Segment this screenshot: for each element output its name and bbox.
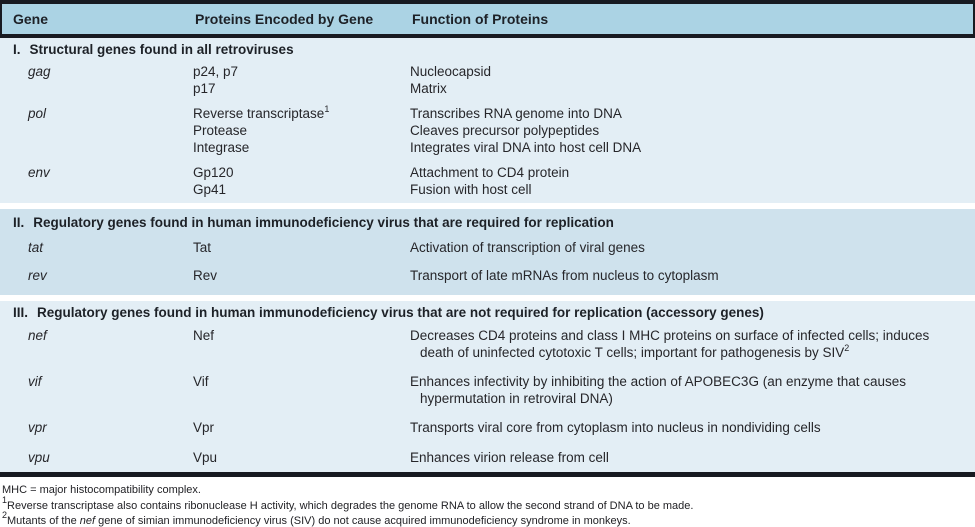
protein-name: Tat: [193, 240, 212, 255]
protein-function: Transcribes RNA genome into DNA: [410, 106, 622, 121]
protein-function: Activation of transcription of viral gen…: [410, 240, 645, 255]
table-section-regulatory-accessory: III. Regulatory genes found in human immu…: [0, 301, 975, 472]
protein-function: Attachment to CD4 protein: [410, 165, 570, 180]
protein-function: Nucleocapsid: [410, 64, 492, 79]
protein-function-wrap: death of uninfected cytotoxic T cells; i…: [420, 342, 850, 360]
protein-function: Transports viral core from cytoplasm int…: [410, 420, 821, 435]
table-row-gag: gag p24, p7 p17 Nucleocapsid Matrix: [0, 63, 975, 97]
table-row-tat: tat Tat Activation of transcription of v…: [0, 239, 975, 257]
section-title: Structural genes found in all retrovirus…: [29, 42, 294, 57]
gene-name: vpu: [28, 450, 50, 465]
footnote-ref: 1: [324, 103, 330, 114]
table-row-env: env Gp120 Gp41 Attachment to CD4 protein…: [0, 164, 975, 198]
gene-name: tat: [28, 240, 44, 255]
protein-name: Nef: [193, 328, 215, 343]
table-row-vpu: vpu Vpu Enhances virion release from cel…: [0, 449, 975, 467]
protein-name: Vpu: [193, 450, 218, 465]
protein-function-wrap: hypermutation in retroviral DNA): [420, 391, 613, 406]
protein-name: Integrase: [193, 140, 250, 155]
protein-name: Gp120: [193, 165, 234, 180]
footnote-marker: 2: [2, 510, 8, 521]
protein-name: p24, p7: [193, 64, 239, 79]
section-numeral: III.: [13, 305, 29, 320]
gene-name: rev: [28, 268, 47, 283]
section-heading: III. Regulatory genes found in human immu…: [0, 304, 975, 321]
gene-name: vpr: [28, 420, 47, 435]
gene-name: vif: [28, 374, 42, 389]
table-row-nef: nef Nef Decreases CD4 proteins and class…: [0, 327, 975, 361]
table-body: I. Structural genes found in all retrovir…: [0, 38, 975, 477]
protein-function: Transport of late mRNAs from nucleus to …: [410, 268, 719, 283]
table-row-vpr: vpr Vpr Transports viral core from cytop…: [0, 419, 975, 437]
protein-function: Integrates viral DNA into host cell DNA: [410, 140, 642, 155]
section-heading: II. Regulatory genes found in human immun…: [0, 214, 975, 231]
protein-name: Rev: [193, 268, 218, 283]
protein-function: Decreases CD4 proteins and class I MHC p…: [410, 328, 930, 343]
section-title: Regulatory genes found in human immunode…: [33, 215, 614, 230]
section-heading: I. Structural genes found in all retrovir…: [0, 41, 975, 58]
protein-name: Protease: [193, 123, 248, 138]
table-header-row: Gene Proteins Encoded by Gene Function o…: [0, 0, 975, 38]
table-section-regulatory-required: II. Regulatory genes found in human immun…: [0, 209, 975, 295]
protein-function: Matrix: [410, 81, 447, 96]
column-header-function: Function of Proteins: [412, 11, 549, 27]
table-row-rev: rev Rev Transport of late mRNAs from nuc…: [0, 267, 975, 285]
column-header-proteins: Proteins Encoded by Gene: [195, 11, 374, 27]
table-row-vif: vif Vif Enhances infectivity by inhibiti…: [0, 373, 975, 407]
gene-name: gag: [28, 64, 51, 79]
section-numeral: II.: [13, 215, 25, 230]
protein-name: Reverse transcriptase1: [193, 103, 330, 121]
footnote-1: 1Reverse transcriptase also contains rib…: [2, 494, 694, 512]
table-row-pol: pol Reverse transcriptase1 Protease Inte…: [0, 103, 975, 156]
footnote-ref: 2: [844, 342, 850, 353]
gene-name: nef: [28, 328, 47, 343]
footnotes: MHC = major histocompatibility complex. …: [0, 477, 975, 527]
gene-name: pol: [28, 106, 47, 121]
protein-name: Gp41: [193, 182, 227, 197]
footnote-mhc: MHC = major histocompatibility complex.: [2, 484, 201, 496]
protein-function: Cleaves precursor polypeptides: [410, 123, 600, 138]
protein-function: Enhances virion release from cell: [410, 450, 609, 465]
footnote-marker: 1: [2, 494, 8, 505]
gene-name: env: [28, 165, 50, 180]
column-header-gene: Gene: [13, 11, 49, 27]
protein-name: Vif: [193, 374, 209, 389]
footnote-2: 2Mutants of the nef gene of simian immun…: [2, 510, 631, 527]
protein-name: p17: [193, 81, 216, 96]
table-section-structural: I. Structural genes found in all retrovir…: [0, 38, 975, 203]
protein-function: Fusion with host cell: [410, 182, 532, 197]
protein-function: Enhances infectivity by inhibiting the a…: [410, 374, 907, 389]
section-title: Regulatory genes found in human immunode…: [37, 305, 764, 320]
section-numeral: I.: [13, 42, 21, 57]
protein-name: Vpr: [193, 420, 215, 435]
